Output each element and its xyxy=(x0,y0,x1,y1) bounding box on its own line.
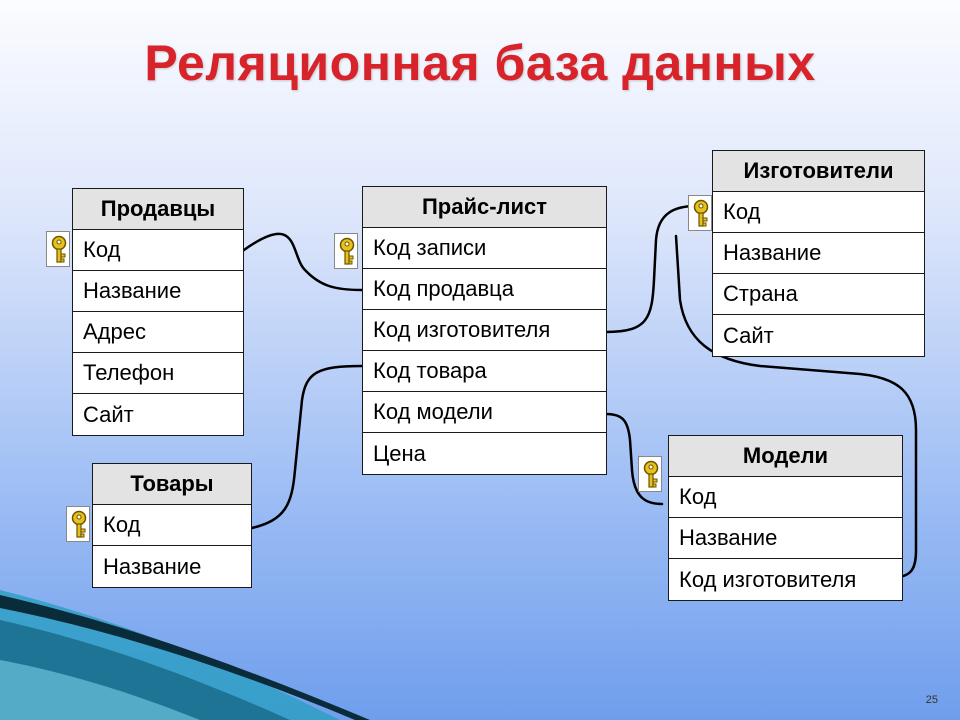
table-field: Название xyxy=(669,518,902,559)
table-field: Телефон xyxy=(73,353,243,394)
link-tovary-price xyxy=(250,364,364,530)
table-field: Сайт xyxy=(73,394,243,435)
table-field: Цена xyxy=(363,433,606,474)
table-field: Код изготовителя xyxy=(363,310,606,351)
table-field: Код модели xyxy=(363,392,606,433)
link-price-izgotoviteli xyxy=(604,204,698,334)
table-header: Товары xyxy=(93,464,251,505)
table-header: Модели xyxy=(669,436,902,477)
table-modeli: Модели Код Название Код изготовителя xyxy=(668,435,903,601)
page-number: 25 xyxy=(925,694,938,706)
table-field: Сайт xyxy=(713,315,924,356)
key-icon xyxy=(334,233,358,269)
table-field: Название xyxy=(713,233,924,274)
table-field: Код xyxy=(73,230,243,271)
table-field: Адрес xyxy=(73,312,243,353)
key-icon xyxy=(66,506,90,542)
table-header: Продавцы xyxy=(73,189,243,230)
key-icon xyxy=(638,456,662,492)
table-field: Код товара xyxy=(363,351,606,392)
table-field: Страна xyxy=(713,274,924,315)
table-izgotoviteli: Изготовители Код Название Страна Сайт xyxy=(712,150,925,357)
table-field: Код xyxy=(93,505,251,546)
key-icon xyxy=(46,231,70,267)
table-field: Код продавца xyxy=(363,269,606,310)
link-modeli-izgotoviteli xyxy=(674,234,918,580)
table-price-list: Прайс-лист Код записи Код продавца Код и… xyxy=(362,186,607,475)
link-prodavtsy-price xyxy=(242,232,364,292)
table-prodavtsy: Продавцы Код Название Адрес Телефон Сайт xyxy=(72,188,244,436)
page-title: Реляционная база данных xyxy=(144,35,816,91)
table-tovary: Товары Код Название xyxy=(92,463,252,588)
table-field: Название xyxy=(73,271,243,312)
table-header: Изготовители xyxy=(713,151,924,192)
table-field: Код записи xyxy=(363,228,606,269)
table-header: Прайс-лист xyxy=(363,187,606,228)
table-field: Код изготовителя xyxy=(669,559,902,600)
key-icon xyxy=(688,195,712,231)
link-price-modeli xyxy=(604,412,664,506)
table-field: Код xyxy=(669,477,902,518)
table-field: Название xyxy=(93,546,251,587)
table-field: Код xyxy=(713,192,924,233)
